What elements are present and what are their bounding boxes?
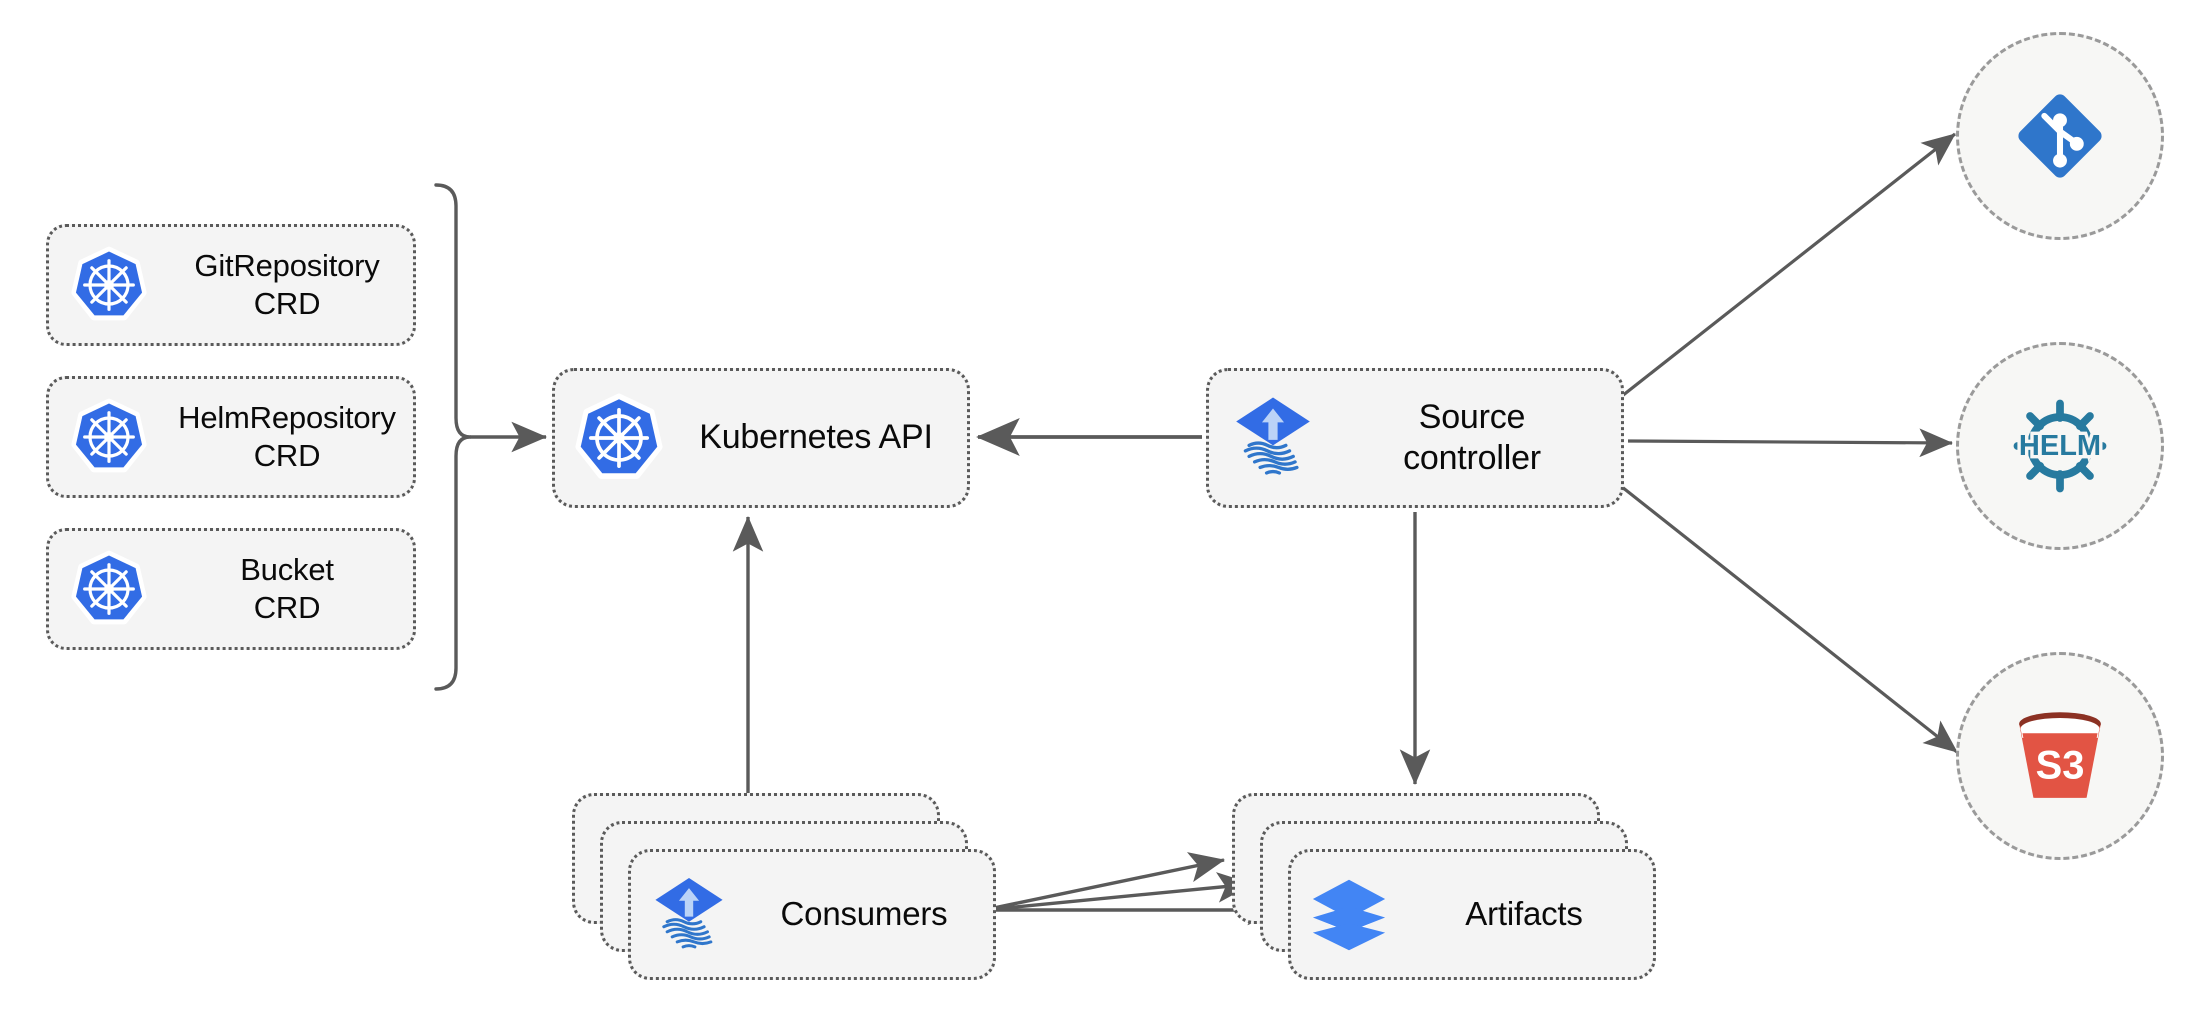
layers-icon bbox=[1291, 873, 1407, 957]
node-consumers[interactable]: Consumers bbox=[628, 849, 996, 980]
node-source-controller[interactable]: Source controller bbox=[1206, 368, 1624, 508]
node-label: Bucket CRD bbox=[240, 552, 334, 625]
s3-bucket-icon: S3 bbox=[2003, 699, 2117, 813]
node-artifacts[interactable]: Artifacts bbox=[1288, 849, 1656, 980]
node-helmrepository-crd[interactable]: HelmRepository CRD bbox=[46, 376, 416, 498]
node-label: Source controller bbox=[1403, 397, 1541, 477]
flux-icon bbox=[1209, 392, 1337, 484]
node-helm-source[interactable]: HELM bbox=[1956, 342, 2164, 550]
edge-source-controller-to-git bbox=[1621, 132, 1956, 398]
git-icon bbox=[2004, 80, 2116, 192]
flux-icon bbox=[631, 873, 747, 957]
helm-icon: HELM bbox=[2002, 388, 2118, 504]
node-s3-source[interactable]: S3 bbox=[1956, 652, 2164, 860]
crd-group-brace bbox=[434, 183, 472, 691]
node-label: Consumers bbox=[780, 895, 948, 933]
node-bucket-crd[interactable]: Bucket CRD bbox=[46, 528, 416, 650]
node-gitrepository-crd[interactable]: GitRepository CRD bbox=[46, 224, 416, 346]
node-label: HelmRepository CRD bbox=[178, 400, 396, 473]
edge-source-controller-to-s3 bbox=[1621, 485, 1958, 754]
kubernetes-icon bbox=[49, 550, 169, 627]
node-label: GitRepository CRD bbox=[194, 248, 380, 321]
edge-consumers-to-artifacts-top bbox=[983, 852, 1225, 912]
edge-source-controller-to-helm bbox=[1627, 428, 1953, 458]
kubernetes-icon bbox=[49, 246, 169, 323]
helm-label: HELM bbox=[2019, 430, 2101, 462]
node-git-source[interactable] bbox=[1956, 32, 2164, 240]
node-kubernetes-api[interactable]: Kubernetes API bbox=[552, 368, 970, 508]
kubernetes-icon bbox=[555, 393, 683, 482]
s3-label: S3 bbox=[2036, 744, 2085, 788]
kubernetes-icon bbox=[49, 398, 169, 475]
node-label: Kubernetes API bbox=[699, 418, 933, 457]
node-label: Artifacts bbox=[1465, 895, 1583, 933]
edge-consumers-to-artifacts-mid bbox=[983, 872, 1254, 912]
